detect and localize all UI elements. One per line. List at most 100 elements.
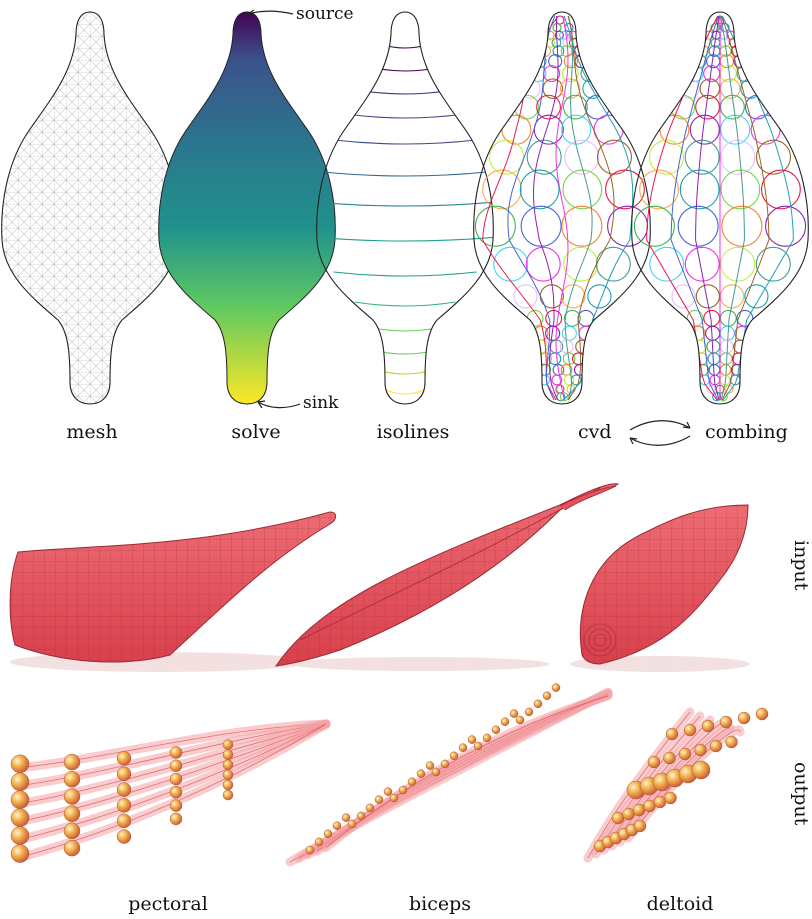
cvd-site xyxy=(751,115,780,144)
mesh-panel xyxy=(0,12,185,407)
node-sphere xyxy=(64,788,80,804)
cvd-site xyxy=(707,340,720,353)
node-sphere xyxy=(441,760,449,768)
node-sphere xyxy=(450,752,458,760)
node-sphere xyxy=(399,786,407,794)
node-sphere xyxy=(654,796,666,808)
node-sphere xyxy=(426,762,434,770)
node-sphere xyxy=(223,780,233,790)
isoline xyxy=(311,237,499,241)
solve-panel xyxy=(159,12,336,404)
node-sphere xyxy=(333,822,341,830)
cvd-site xyxy=(721,140,755,174)
node-sphere xyxy=(516,716,524,724)
cvd-site xyxy=(553,24,561,32)
cvd-site xyxy=(565,140,599,174)
node-sphere xyxy=(64,754,80,770)
label-solve: solve xyxy=(231,421,280,443)
node-sphere xyxy=(510,710,518,718)
cvd-site xyxy=(720,340,733,353)
cvd-site xyxy=(526,247,560,281)
cvd-combing-arrows xyxy=(630,421,690,446)
combing-panel xyxy=(632,12,809,404)
isoline xyxy=(373,350,437,354)
node-sphere xyxy=(375,796,383,804)
label-isolines: isolines xyxy=(377,421,450,443)
sink-arrow xyxy=(258,402,300,408)
node-sphere xyxy=(64,840,80,856)
cvd-site xyxy=(483,170,522,209)
label-mesh: mesh xyxy=(66,421,117,443)
node-sphere xyxy=(348,820,356,828)
isoline xyxy=(380,44,430,48)
node-sphere xyxy=(432,768,440,776)
node-sphere xyxy=(525,708,533,716)
label-biceps: biceps xyxy=(409,893,471,915)
node-sphere xyxy=(170,800,182,812)
isoline xyxy=(323,172,488,176)
node-sphere xyxy=(664,752,676,764)
node-sphere xyxy=(11,809,29,827)
node-sphere xyxy=(408,778,416,786)
cvd-site xyxy=(756,247,790,281)
cvd-panel xyxy=(474,12,651,404)
node-sphere xyxy=(315,838,323,846)
node-sphere xyxy=(726,736,738,748)
node-sphere xyxy=(223,770,233,780)
cvd-site xyxy=(685,140,719,174)
deltoid-input xyxy=(570,500,760,672)
node-sphere xyxy=(11,827,29,845)
cvd-site xyxy=(562,326,576,340)
cvd-site xyxy=(720,326,734,340)
cvd-site xyxy=(598,140,632,174)
cvd-site xyxy=(490,140,524,174)
node-sphere xyxy=(634,820,646,832)
node-sphere xyxy=(543,692,551,700)
node-sphere xyxy=(702,720,714,732)
isoline xyxy=(369,67,441,71)
node-sphere xyxy=(170,773,182,785)
cvd-site xyxy=(706,326,720,340)
cvd-site xyxy=(680,170,719,209)
node-sphere xyxy=(459,744,467,752)
pectoral-input xyxy=(0,500,340,672)
node-sphere xyxy=(11,791,29,809)
node-sphere xyxy=(738,712,750,724)
node-sphere xyxy=(117,767,131,781)
cvd-site xyxy=(540,375,550,385)
node-sphere xyxy=(117,751,131,765)
node-sphere xyxy=(64,771,80,787)
node-sphere xyxy=(684,724,696,736)
node-sphere xyxy=(342,814,350,822)
node-sphere xyxy=(223,790,233,800)
node-sphere xyxy=(483,734,491,742)
label-output: output xyxy=(790,762,812,825)
node-sphere xyxy=(223,750,233,760)
cvd-site xyxy=(562,115,591,144)
node-sphere xyxy=(710,740,722,752)
cvd-site xyxy=(563,170,602,209)
node-sphere xyxy=(633,804,645,816)
isoline xyxy=(346,114,464,118)
cvd-site xyxy=(650,247,684,281)
cvd-site xyxy=(576,340,589,353)
node-sphere xyxy=(756,708,768,720)
node-sphere xyxy=(11,755,29,773)
node-sphere xyxy=(612,812,624,824)
node-sphere xyxy=(692,761,710,779)
isoline xyxy=(315,202,495,206)
label-source: source xyxy=(296,4,354,24)
pectoral-output xyxy=(11,724,326,863)
cvd-site xyxy=(521,206,561,246)
node-sphere xyxy=(720,716,732,728)
cvd-site xyxy=(737,66,753,82)
cvd-site xyxy=(745,285,768,308)
node-sphere xyxy=(117,814,131,828)
node-sphere xyxy=(468,736,476,744)
source-arrow xyxy=(248,11,293,14)
node-sphere xyxy=(695,744,707,756)
node-sphere xyxy=(11,845,29,863)
isoline xyxy=(386,390,423,394)
cvd-site xyxy=(687,66,703,82)
cvd-site xyxy=(596,247,630,281)
